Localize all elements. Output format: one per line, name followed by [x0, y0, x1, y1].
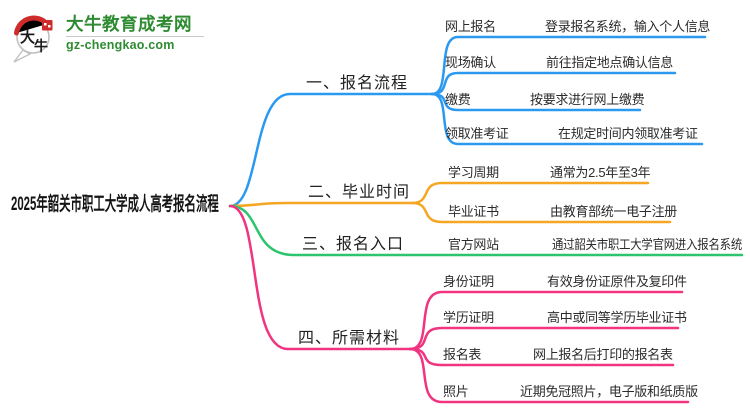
branch-registration-process: 一、报名流程	[306, 75, 409, 92]
brand-divider	[66, 36, 204, 37]
node-payment-label: 缴费	[445, 92, 471, 107]
logo-char-da: 大	[20, 28, 35, 46]
logo-char-niu: 牛	[34, 38, 48, 54]
node-online-registration-label: 网上报名	[445, 19, 496, 34]
node-diploma-label: 毕业证书	[448, 204, 499, 219]
node-education-proof-value: 高中或同等学历毕业证书	[547, 310, 687, 325]
central-topic: 2025年韶关市职工大学成人高考报名流程	[11, 194, 219, 215]
brand-logo: 大 牛 大牛教育成考网 gz-chengkao.com	[10, 10, 204, 64]
node-registration-form-label: 报名表	[443, 347, 482, 362]
node-diploma-value: 由教育部统一电子注册	[550, 204, 678, 219]
node-onsite-confirmation-value: 前往指定地点确认信息	[546, 55, 674, 70]
logo-bubble-tail	[13, 49, 32, 63]
node-admission-ticket-value: 在规定时间内领取准考证	[558, 126, 698, 141]
node-study-period-label: 学习周期	[448, 165, 499, 180]
branch-registration-process-lines	[228, 35, 707, 208]
seal-glyphs	[48, 25, 51, 28]
daniu-logo-icon: 大 牛	[13, 15, 53, 63]
node-photo-value: 近期免冠照片，电子版和纸质版	[520, 384, 698, 399]
node-payment-value: 按要求进行网上缴费	[530, 92, 645, 107]
node-photo-label: 照片	[443, 384, 469, 399]
node-registration-form-value: 网上报名后打印的报名表	[533, 347, 673, 362]
node-official-website-value: 通过韶关市职工大学官网进入报名系统	[552, 237, 742, 252]
brand-domain: gz-chengkao.com	[66, 38, 175, 52]
node-id-proof-label: 身份证明	[443, 274, 494, 289]
node-education-proof-label: 学历证明	[443, 310, 494, 325]
node-study-period-value: 通常为2.5年至3年	[550, 165, 651, 180]
node-admission-ticket-label: 领取准考证	[445, 126, 509, 141]
branch-graduation-time-lines	[228, 181, 672, 224]
node-online-registration-value: 登录报名系统，输入个人信息	[545, 19, 711, 34]
node-onsite-confirmation-label: 现场确认	[445, 55, 496, 70]
node-id-proof-value: 有效身份证原件及复印件	[547, 274, 687, 289]
branch-required-materials-lines	[228, 204, 690, 404]
logo-seal	[42, 20, 53, 31]
brand-name: 大牛教育成考网	[66, 14, 192, 34]
branch-required-materials: 四、所需材料	[298, 330, 401, 347]
seal-glyphs	[44, 23, 47, 26]
branch-registration-entrance: 三、报名入口	[302, 236, 405, 253]
branch-graduation-time: 二、毕业时间	[308, 184, 411, 201]
node-official-website-label: 官方网站	[448, 237, 499, 252]
branch-registration-entrance-lines	[228, 204, 744, 257]
